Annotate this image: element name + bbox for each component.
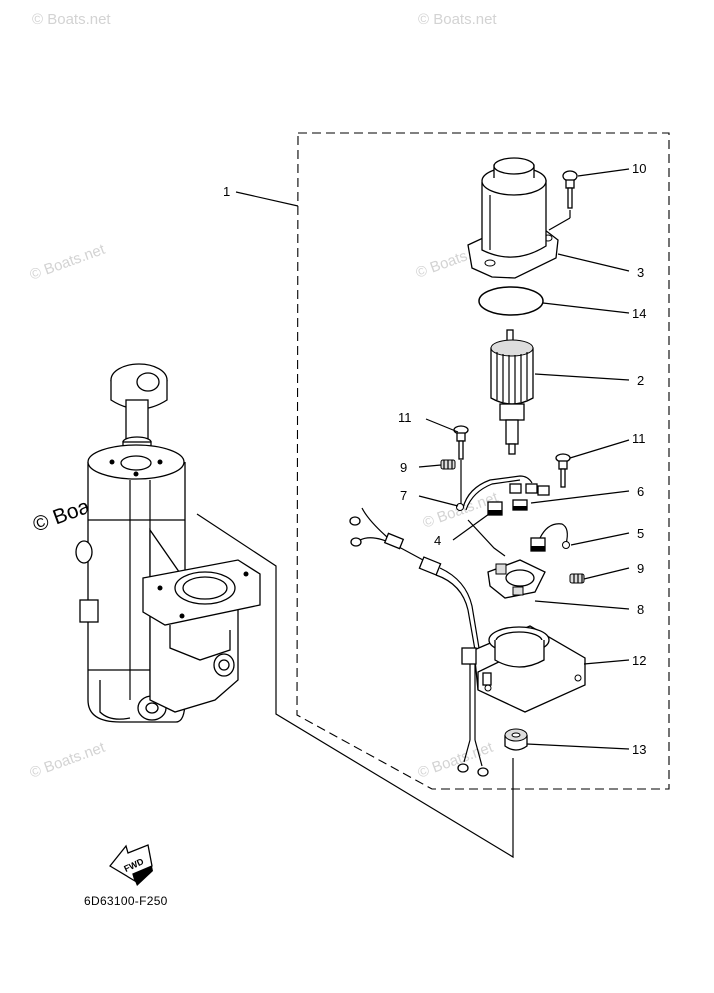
part-3-motor-yoke <box>467 157 559 279</box>
callout-11-left: 11 <box>398 410 412 425</box>
callout-13: 13 <box>632 742 646 757</box>
part-11-screw-left <box>453 425 469 505</box>
callout-7: 7 <box>400 488 407 503</box>
fwd-arrow-icon: FWD <box>109 844 153 886</box>
callout-6: 6 <box>637 484 644 499</box>
part-9-spring-lower <box>569 573 585 584</box>
part-10-screw <box>548 170 578 231</box>
part-4-brush <box>487 501 503 516</box>
callout-5: 5 <box>637 526 644 541</box>
callout-4: 4 <box>434 533 441 548</box>
callout-11-right: 11 <box>632 431 646 446</box>
part-6-brush <box>512 499 528 511</box>
assembly-boundary <box>296 132 670 790</box>
callout-2: 2 <box>637 373 644 388</box>
part-11-screw-right <box>555 453 571 488</box>
part-14-o-ring <box>478 286 544 316</box>
callout-9-upper: 9 <box>400 460 407 475</box>
leader-1 <box>235 191 299 207</box>
callout-12: 12 <box>632 653 646 668</box>
watermark: © Boats.net <box>32 11 111 28</box>
callout-9-lower: 9 <box>637 561 644 576</box>
part-12-bracket <box>457 625 586 777</box>
part-8-brush-holder-plate <box>487 559 546 599</box>
part-7-brush-lead <box>456 475 550 511</box>
tilt-trim-cylinder <box>75 363 261 723</box>
watermark: © Boats.net <box>28 241 108 284</box>
callout-1: 1 <box>223 184 230 199</box>
part-2-armature <box>490 329 534 455</box>
callout-labels: 1 2 3 4 5 6 7 8 9 9 10 11 11 12 13 14 <box>223 161 646 757</box>
watermark: © Boats.net <box>28 739 108 782</box>
callout-10: 10 <box>632 161 646 176</box>
leader-lines <box>418 168 630 750</box>
lead-wire <box>349 507 506 651</box>
callout-8: 8 <box>637 602 644 617</box>
part-9-spring-upper <box>440 459 456 470</box>
callout-14: 14 <box>632 306 646 321</box>
part-5-brush-holder <box>530 523 570 552</box>
watermark: © Boats.net <box>418 11 497 28</box>
drawing-code: 6D63100-F250 <box>84 894 168 908</box>
callout-3: 3 <box>637 265 644 280</box>
part-13-grommet <box>504 728 528 751</box>
connector-line <box>196 513 514 859</box>
